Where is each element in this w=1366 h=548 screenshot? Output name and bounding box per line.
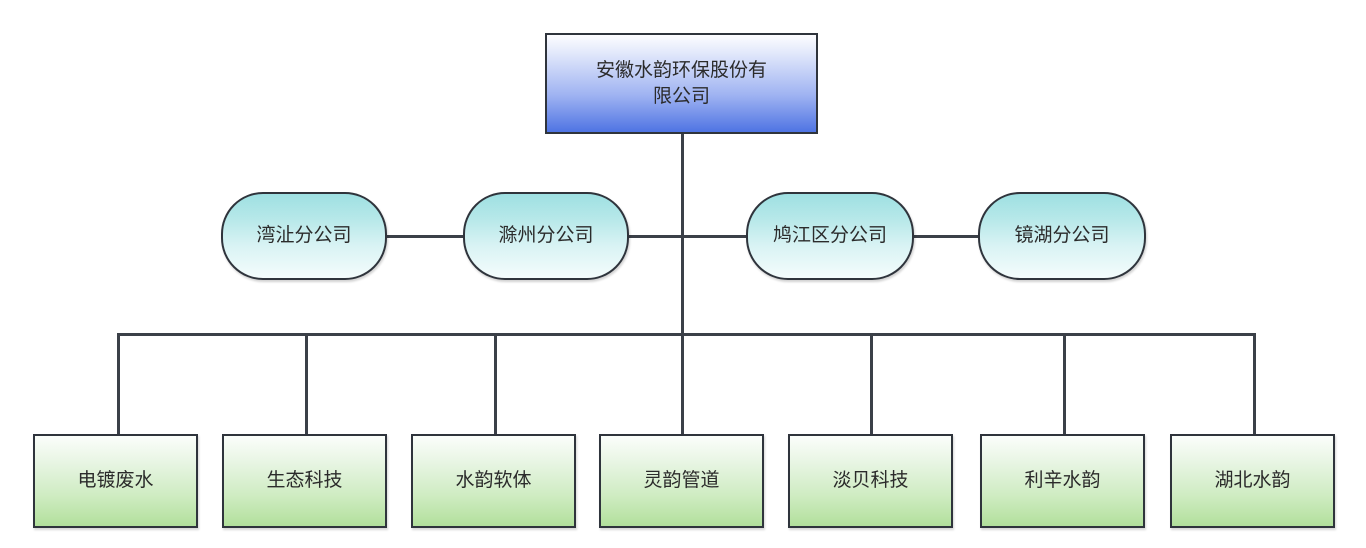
- node-leaf-lixinshuiyun-label: 利辛水韵: [1024, 469, 1101, 492]
- node-leaf-hubeishuiyun-label: 湖北水韵: [1214, 469, 1291, 492]
- connector-drop-leaf-7: [1253, 333, 1256, 434]
- node-leaf-lixinshuiyun[interactable]: 利辛水韵: [980, 434, 1145, 528]
- node-root-company[interactable]: 安徽水韵环保股份有 限公司: [545, 33, 818, 134]
- node-leaf-shengtaikeji[interactable]: 生态科技: [222, 434, 387, 528]
- connector-leaf-bus: [117, 333, 1256, 336]
- connector-drop-leaf-2: [305, 333, 308, 434]
- connector-drop-leaf-1: [117, 333, 120, 434]
- connector-branch-1-to-2: [385, 235, 465, 238]
- node-root-company-label: 安徽水韵环保股份有 限公司: [595, 59, 767, 107]
- node-leaf-lingyunguandao-label: 灵韵管道: [643, 469, 720, 492]
- node-leaf-danbeikeji[interactable]: 淡贝科技: [788, 434, 953, 528]
- node-leaf-danbeikeji-label: 淡贝科技: [832, 469, 909, 492]
- connector-drop-leaf-6: [1063, 333, 1066, 434]
- node-branch-chuzhou-label: 滁州分公司: [498, 224, 594, 247]
- node-leaf-shuiyunruanti[interactable]: 水韵软体: [411, 434, 576, 528]
- node-branch-jiujiangqu-label: 鸠江区分公司: [772, 224, 887, 247]
- node-leaf-shuiyunruanti-label: 水韵软体: [455, 469, 532, 492]
- node-branch-jiujiangqu[interactable]: 鸠江区分公司: [746, 192, 914, 280]
- node-leaf-hubeishuiyun[interactable]: 湖北水韵: [1170, 434, 1335, 528]
- node-leaf-diandufeishui[interactable]: 电镀废水: [33, 434, 198, 528]
- node-branch-wanzhi[interactable]: 湾沚分公司: [221, 192, 387, 280]
- node-leaf-lingyunguandao[interactable]: 灵韵管道: [599, 434, 764, 528]
- connector-branch-2-to-trunk: [629, 235, 684, 238]
- connector-branch-3-to-4: [912, 235, 980, 238]
- node-branch-chuzhou[interactable]: 滁州分公司: [463, 192, 629, 280]
- node-branch-jinghu[interactable]: 镜湖分公司: [978, 192, 1146, 280]
- node-leaf-shengtaikeji-label: 生态科技: [266, 469, 343, 492]
- connector-trunk-to-branch-3: [681, 235, 748, 238]
- connector-drop-leaf-4: [681, 333, 684, 434]
- node-branch-jinghu-label: 镜湖分公司: [1014, 224, 1110, 247]
- connector-drop-leaf-3: [494, 333, 497, 434]
- node-branch-wanzhi-label: 湾沚分公司: [256, 224, 352, 247]
- connector-drop-leaf-5: [870, 333, 873, 434]
- node-leaf-diandufeishui-label: 电镀废水: [77, 469, 154, 492]
